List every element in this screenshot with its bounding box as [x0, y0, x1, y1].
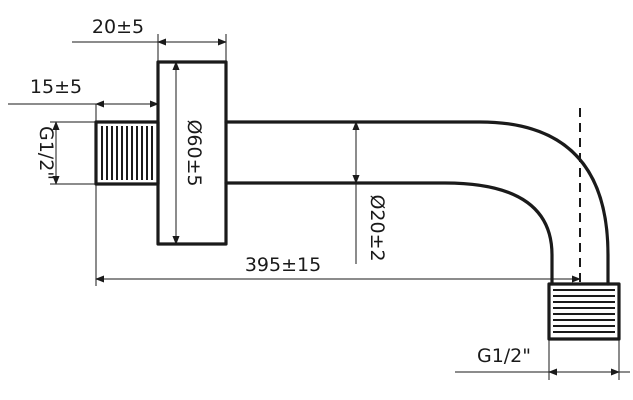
outlet-thread-block — [547, 282, 621, 341]
outlet-thread-label: G1/2" — [477, 345, 531, 367]
spout-tube-inner — [224, 181, 554, 286]
inlet-thread-label: G1/2" — [35, 126, 57, 180]
flange-diameter-label: Ø60±5 — [183, 119, 205, 186]
flange-thickness-label: 20±5 — [92, 16, 144, 38]
dim-flange-diameter: Ø60±5 — [172, 61, 205, 245]
spout-diameter-label: Ø20±2 — [366, 194, 388, 261]
inlet-thread-block — [94, 120, 160, 186]
dim-outlet-thread: G1/2" — [455, 339, 630, 380]
spout-tube-outer — [224, 120, 610, 286]
dim-spout-diameter: Ø20±2 — [352, 121, 388, 264]
dim-projection-length: 395±15 — [95, 184, 581, 286]
outlet-thread-lines — [553, 289, 615, 333]
spout-body — [94, 60, 621, 341]
projection-length-label: 395±15 — [245, 254, 321, 276]
thread-length-label: 15±5 — [30, 76, 82, 98]
dim-inlet-thread: G1/2" — [35, 121, 96, 185]
dim-flange-thickness: 20±5 — [72, 16, 227, 62]
inlet-thread-lines — [101, 126, 153, 180]
dim-thread-length: 15±5 — [8, 76, 159, 122]
